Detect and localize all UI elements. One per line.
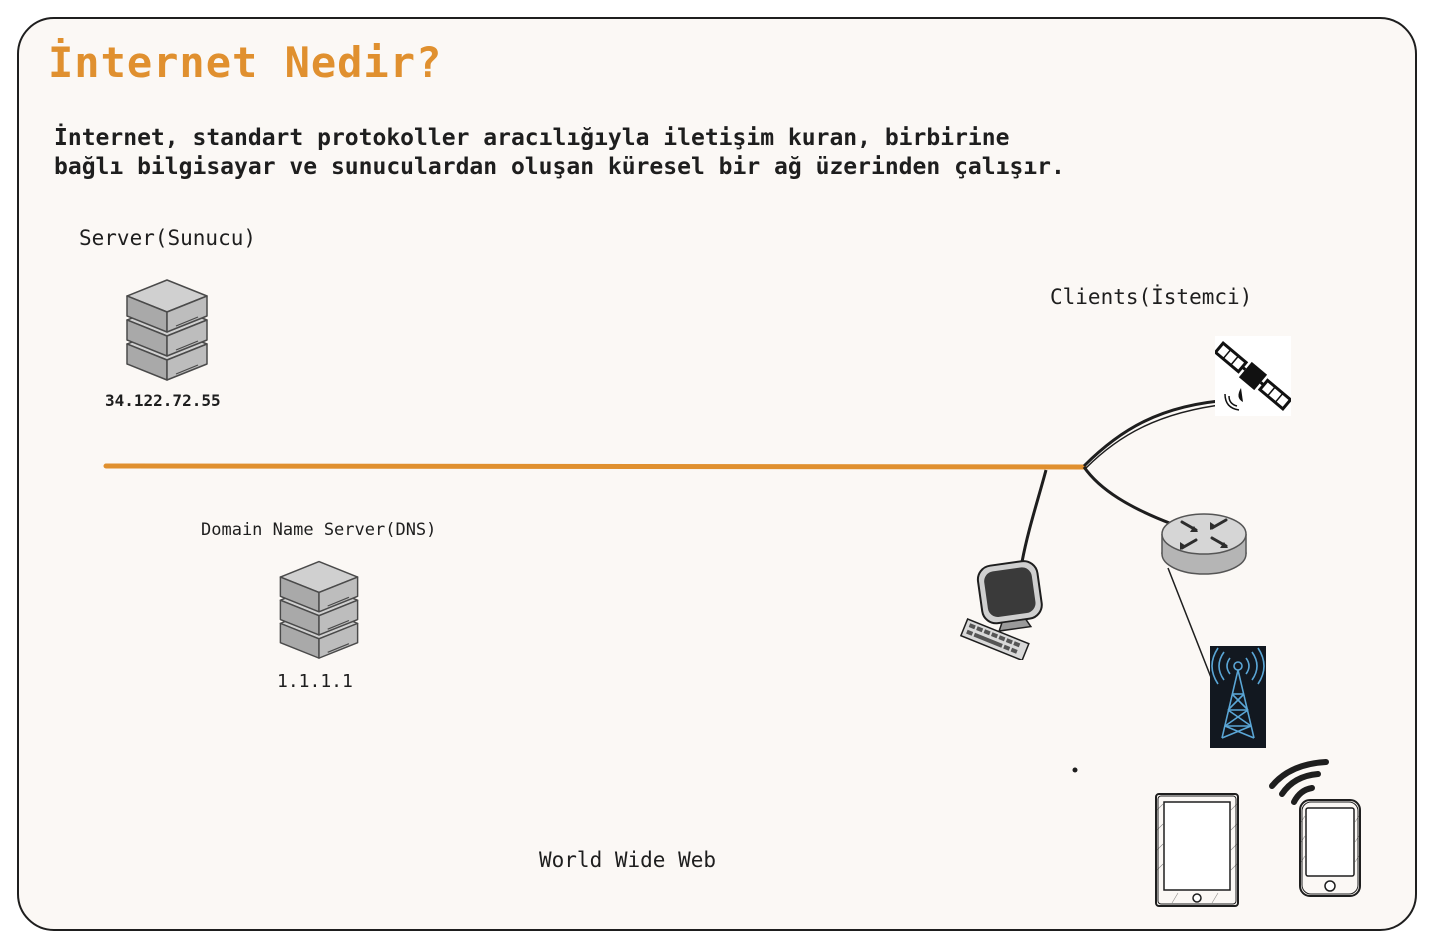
- dns-ip-address: 1.1.1.1: [277, 671, 353, 692]
- description-line-1: İnternet, standart protokoller aracılığı…: [54, 125, 1010, 151]
- cell-tower-icon: [1210, 646, 1266, 748]
- frame-border: [17, 17, 1417, 931]
- page-title: İnternet Nedir?: [48, 38, 443, 87]
- dns-server-stack-icon: [279, 560, 359, 659]
- smartphone-icon: [1299, 799, 1361, 897]
- link-to-desktop: [1020, 469, 1048, 563]
- server-stack-icon: [126, 279, 208, 381]
- server-label: Server(Sunucu): [79, 226, 257, 250]
- server-ip-address: 34.122.72.55: [105, 391, 221, 410]
- dot-marker: [1072, 767, 1078, 773]
- desktop-computer-icon: [959, 560, 1043, 660]
- link-router-to-tower: [1167, 567, 1213, 681]
- link-to-satellite-sketch: [1085, 403, 1229, 469]
- dns-label: Domain Name Server(DNS): [201, 520, 437, 540]
- tablet-icon: [1155, 793, 1239, 907]
- description: İnternet, standart protokoller aracılığı…: [54, 124, 1065, 182]
- wifi-signal-icon: [1269, 759, 1329, 805]
- link-to-satellite: [1082, 398, 1231, 468]
- description-line-2: bağlı bilgisayar ve sunuculardan oluşan …: [54, 154, 1065, 180]
- world-wide-web-label: World Wide Web: [539, 848, 717, 872]
- satellite-icon: [1215, 336, 1291, 416]
- link-to-router: [1082, 466, 1173, 526]
- router-icon: [1161, 513, 1247, 575]
- clients-label: Clients(İstemci): [1050, 285, 1253, 309]
- internet-backbone-line: [103, 463, 1087, 470]
